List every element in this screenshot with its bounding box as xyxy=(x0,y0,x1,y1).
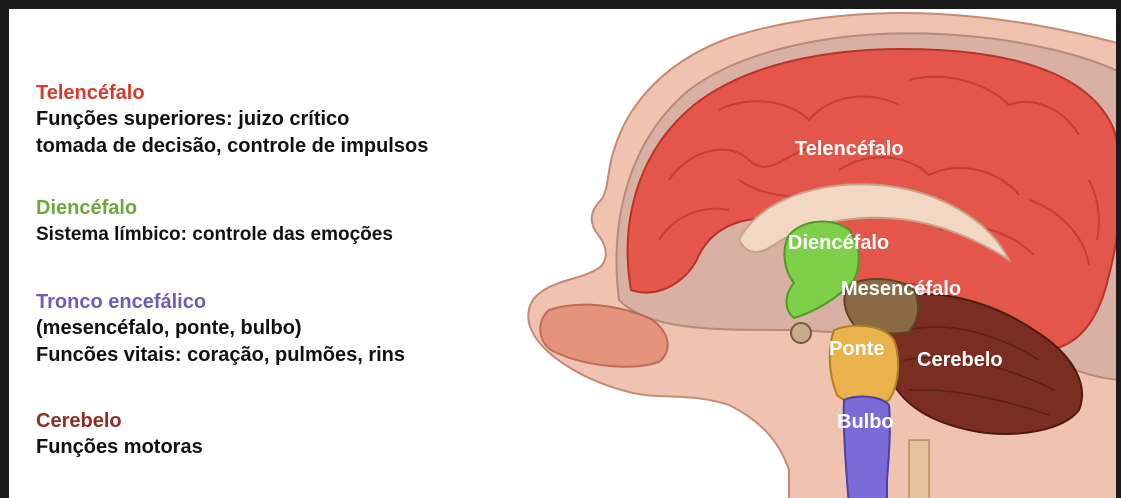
legend-diencefalo-line-1: Sistema límbico: controle das emoções xyxy=(36,221,393,248)
legend-diencefalo: Diencéfalo Sistema límbico: controle das… xyxy=(36,195,393,248)
legend-tronco-title: Tronco encefálico xyxy=(36,289,405,315)
legend-tronco-line-1: (mesencéfalo, ponte, bulbo) xyxy=(36,315,405,342)
legend-telencefalo-line-2: tomada de decisão, controle de impulsos xyxy=(36,133,428,160)
brain-label-ponte: Ponte xyxy=(829,338,885,360)
legend-tronco: Tronco encefálico (mesencéfalo, ponte, b… xyxy=(36,289,405,369)
legend-telencefalo: Telencéfalo Funções superiores: juizo cr… xyxy=(36,80,428,160)
brain-label-mesencefalo: Mesencéfalo xyxy=(841,278,961,300)
brain-illustration: Telencéfalo Diencéfalo Mesencéfalo Ponte… xyxy=(489,0,1121,498)
legend-diencefalo-title: Diencéfalo xyxy=(36,195,393,221)
brain-label-telencefalo: Telencéfalo xyxy=(795,138,904,160)
legend-tronco-line-2: Funcões vitais: coração, pulmões, rins xyxy=(36,342,405,369)
brain-label-cerebelo: Cerebelo xyxy=(917,349,1003,371)
legend-cerebelo-line-1: Funções motoras xyxy=(36,434,203,461)
brain-label-bulbo: Bulbo xyxy=(837,411,894,433)
legend-cerebelo-title: Cerebelo xyxy=(36,408,203,434)
spinal-column xyxy=(909,440,929,498)
pituitary xyxy=(791,323,811,343)
brain-label-diencefalo: Diencéfalo xyxy=(788,232,889,254)
legend-cerebelo: Cerebelo Funções motoras xyxy=(36,408,203,461)
legend-telencefalo-line-1: Funções superiores: juizo crítico xyxy=(36,106,428,133)
legend-telencefalo-title: Telencéfalo xyxy=(36,80,428,106)
